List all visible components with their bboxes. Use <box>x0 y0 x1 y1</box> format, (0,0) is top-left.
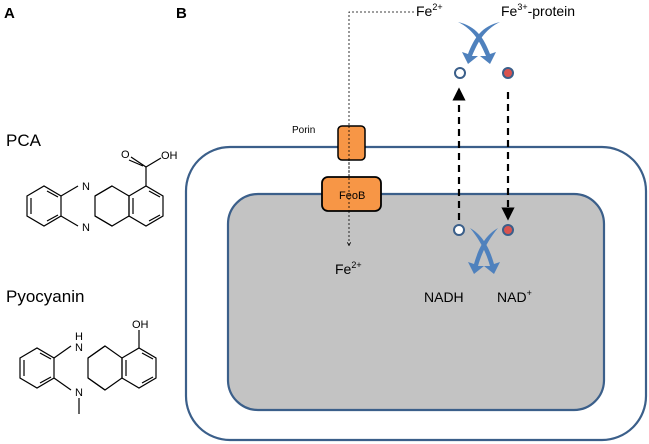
panel-a-letter: A <box>4 5 15 22</box>
fe3-base: Fe <box>501 3 518 19</box>
fe2-inside-sup: 2+ <box>351 260 361 270</box>
fe2-top-base: Fe <box>416 3 433 19</box>
top-redox-arrows <box>458 22 500 64</box>
porin-label: Porin <box>292 125 315 136</box>
fe3-sup: 3+ <box>517 2 527 12</box>
pyocyanin-n-atom: N <box>75 387 83 399</box>
pyocyanin-h-atom: H <box>75 331 83 343</box>
fe3-suffix: -protein <box>528 3 575 19</box>
bottom-reduced-dot <box>502 224 514 236</box>
porin-protein <box>337 125 366 161</box>
pyocyanin-structure <box>19 330 157 414</box>
pyocyanin-nh-atom: N <box>75 342 83 354</box>
nad-label: NAD+ <box>497 288 532 305</box>
fe3-protein-label: Fe3+-protein <box>501 2 575 19</box>
pca-n2-mask <box>80 220 92 232</box>
fe2-inside-label: Fe2+ <box>335 260 362 277</box>
panel-b-letter: B <box>176 5 187 22</box>
pca-o-atom: O <box>121 149 130 161</box>
top-reduced-dot <box>502 67 514 79</box>
pca-structure <box>26 156 164 227</box>
nad-sup: + <box>527 288 532 298</box>
bottom-redox-arrows <box>468 228 500 274</box>
pca-n2-atom: N <box>82 222 90 234</box>
fe2-top-sup: 2+ <box>432 2 442 12</box>
pyocyanin-oh-atom: OH <box>132 319 149 331</box>
pyo-nh-mask <box>73 336 85 350</box>
fe2-top-label: Fe2+ <box>416 2 443 19</box>
pca-oh-atom: OH <box>161 150 178 162</box>
cytoplasm <box>226 192 606 412</box>
nad-base: NAD <box>497 289 527 305</box>
feob-protein <box>321 176 382 212</box>
pyo-n-mask <box>73 386 85 398</box>
pca-n1-mask <box>80 180 92 192</box>
fe2-inside-base: Fe <box>335 261 352 277</box>
feob-label: FeoB <box>339 190 365 202</box>
pca-n1-atom: N <box>82 181 90 193</box>
pca-name: PCA <box>6 131 42 150</box>
nadh-label: NADH <box>424 289 464 305</box>
top-oxidized-dot <box>454 67 466 79</box>
pyocyanin-name: Pyocyanin <box>6 287 84 306</box>
bottom-oxidized-dot <box>453 224 465 236</box>
